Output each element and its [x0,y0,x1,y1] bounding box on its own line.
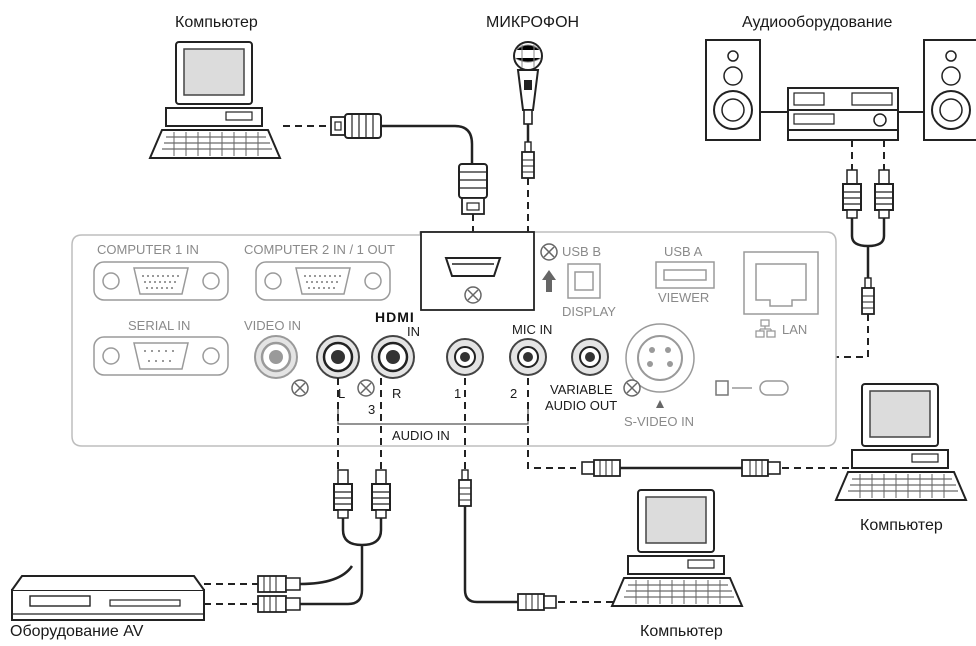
cable-to-right-computer [527,378,576,469]
label-audio-in: AUDIO IN [392,428,450,443]
label-mic-in: MIC IN [512,322,552,337]
label-jack-3: 3 [368,402,375,417]
av-equipment-icon [11,575,205,621]
label-jack-2: 2 [510,386,517,401]
mini-plug-icon [458,469,472,507]
label-variable: VARIABLE [550,382,613,397]
usb-a-port [655,261,715,289]
rca-plug-icon [371,469,391,519]
label-display: DISPLAY [562,304,616,319]
computer-top-icon [149,41,281,159]
label-usb-b: USB B [562,244,601,259]
label-usb-a: USB A [664,244,703,259]
computer-right-icon [835,383,967,501]
label-computer-1-in: COMPUTER 1 IN [97,242,199,257]
caption-audio-equipment: Аудиооборудование [742,14,893,31]
network-icon [755,319,776,338]
screw-icon [291,379,309,397]
caption-microphone: МИКРОФОН [486,14,579,31]
audio-in-3-l-jack [315,334,361,380]
label-computer-2-in-out: COMPUTER 2 IN / 1 OUT [244,242,395,257]
label-lan: LAN [782,322,807,337]
kensington-lock-icon [715,380,789,396]
lan-port [743,251,819,338]
label-jack-r: R [392,386,401,401]
label-video-in: VIDEO IN [244,318,301,333]
label-jack-l: L [338,386,345,401]
rca-plug-icon [333,469,353,519]
screw-icon [623,379,641,397]
label-hdmi-in: IN [407,324,420,339]
computer-bottom-icon [611,489,743,607]
caption-computer-right: Компьютер [860,517,943,534]
hdmi-cable [283,113,488,252]
label-audio-out: AUDIO OUT [545,398,617,413]
label-viewer: VIEWER [658,290,709,305]
screw-icon [357,379,375,397]
mini-plug-horizontal [581,459,850,477]
audio-in-3-r-jack [370,334,416,380]
hdmi-logo: HDMI [375,309,415,325]
variable-audio-out-jack [571,338,609,376]
caption-computer-top: Компьютер [175,14,258,31]
hdmi-port [444,257,502,304]
mini-plug-horizontal-bottom [517,593,628,611]
caption-av-equipment: Оборудование AV [10,623,144,640]
caption-computer-bottom: Компьютер [640,623,723,640]
speaker-left-icon [705,39,761,141]
usb-b-port [540,243,601,299]
label-serial-in: SERIAL IN [128,318,190,333]
computer-2-in-out-port [255,261,391,301]
s-video-in-port [625,323,695,408]
speaker-right-icon [923,39,976,141]
audio-in-2-mic-in-jack [509,338,547,376]
rca-plug-horizontal-top [257,575,301,593]
serial-in-port [93,336,229,376]
rca-plug-horizontal-bottom [257,595,301,613]
computer-1-in-port [93,261,229,301]
microphone-icon [513,41,543,340]
audio-in-1-jack [446,338,484,376]
video-in-jack [254,335,298,379]
label-s-video-in: S-VIDEO IN [624,414,694,429]
label-jack-1: 1 [454,386,461,401]
